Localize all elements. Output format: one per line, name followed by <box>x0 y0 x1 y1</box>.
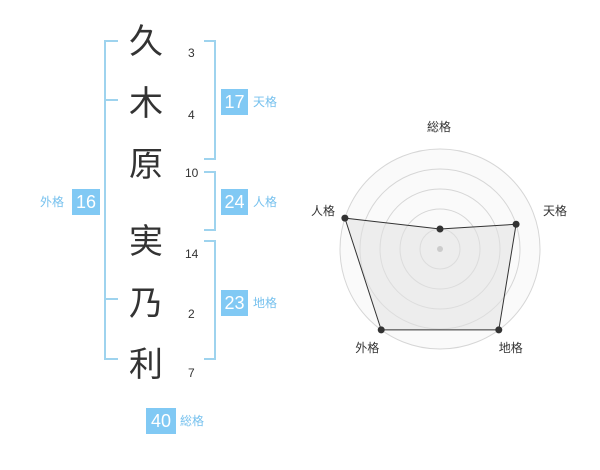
tenkaku-bracket <box>204 40 216 160</box>
name-char-3: 原 <box>129 145 163 185</box>
radar-grid-ring <box>339 148 541 350</box>
name-char-2: 木 <box>129 84 163 124</box>
stroke-count-6: 7 <box>188 366 195 380</box>
tenkaku-label: 天格 <box>253 95 278 109</box>
stroke-count-1: 3 <box>188 46 195 60</box>
radar-point-2 <box>512 220 520 228</box>
radar-data-polygon <box>344 217 517 331</box>
radar-point-4 <box>377 326 385 334</box>
jinkaku-label: 人格 <box>253 195 278 209</box>
name-char-5: 乃 <box>129 284 163 324</box>
gaikaku-bracket-tick-lower <box>104 298 118 300</box>
jinkaku-value-badge: 24 <box>221 189 248 215</box>
stroke-count-2: 4 <box>188 108 195 122</box>
gaikaku-value-badge: 16 <box>72 189 100 215</box>
radar-axis-label-3: 地格 <box>498 340 523 355</box>
chikaku-label: 地格 <box>253 296 278 310</box>
stroke-count-4: 14 <box>185 247 199 261</box>
gaikaku-bracket <box>104 40 118 360</box>
soukaku-value-badge: 40 <box>146 408 176 434</box>
name-char-6: 利 <box>129 345 163 385</box>
radar-point-5 <box>341 214 349 222</box>
stroke-count-5: 2 <box>188 307 195 321</box>
soukaku-label: 総格 <box>180 414 205 428</box>
jinkaku-bracket <box>204 171 216 231</box>
radar-axis-label-4: 外格 <box>355 340 380 355</box>
gaikaku-bracket-tick-upper <box>104 99 118 101</box>
name-char-4: 実 <box>129 222 163 262</box>
radar-axis-label-5: 人格 <box>310 204 335 219</box>
chikaku-value-badge: 23 <box>221 290 248 316</box>
stroke-count-3: 10 <box>185 166 199 180</box>
radar-point-1 <box>436 225 444 233</box>
gaikaku-label: 外格 <box>40 195 65 209</box>
tenkaku-value-badge: 17 <box>221 89 248 115</box>
radar-axis-label-2: 天格 <box>543 204 568 219</box>
radar-point-3 <box>495 326 503 334</box>
radar-center-dot <box>437 246 443 252</box>
name-char-1: 久 <box>129 22 163 62</box>
chikaku-bracket <box>204 240 216 360</box>
radar-axis-label-1: 総格 <box>427 120 452 134</box>
